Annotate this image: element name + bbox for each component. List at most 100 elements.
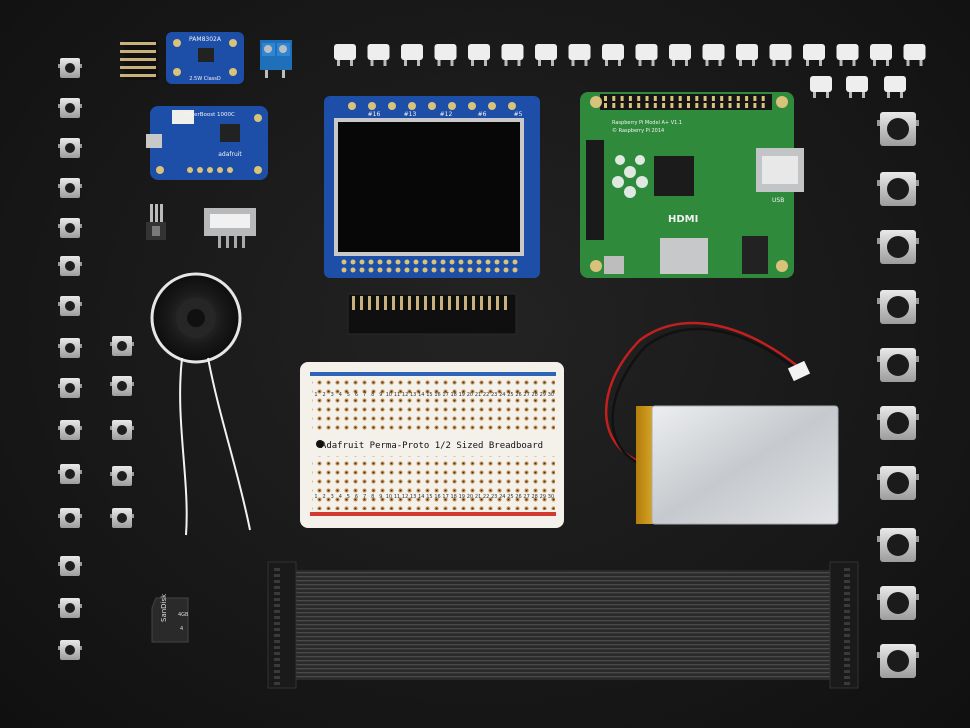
solder-pad: [485, 259, 491, 265]
gpio-pin: [720, 103, 724, 108]
switch-cap: [769, 44, 792, 66]
tft-display-board: #16#13#12#6#5: [324, 96, 540, 278]
solder-pad: [468, 102, 476, 110]
breadboard-column-number: 18: [451, 392, 457, 398]
header-pin: [504, 296, 507, 310]
connector-slot: [274, 574, 280, 577]
connector-slot: [274, 580, 280, 583]
gpio-pin: [637, 96, 641, 101]
solder-pad: [413, 259, 419, 265]
sd-brand: SanDisk: [160, 593, 168, 622]
header-pin: [448, 296, 451, 310]
tactile-button: [110, 420, 134, 440]
gpio-pin: [612, 103, 616, 108]
breadboard-column-number: 8: [371, 494, 374, 500]
breadboard-column-number: 2: [323, 494, 326, 500]
header-pin: [392, 296, 395, 310]
connector-slot: [274, 646, 280, 649]
solder-pad: [386, 267, 392, 273]
solder-pad: [368, 259, 374, 265]
large-tactile-button: [877, 112, 919, 146]
gpio-pin: [695, 96, 699, 101]
solder-pad: [440, 267, 446, 273]
tactile-button: [58, 138, 82, 158]
gpio-pin: [678, 96, 682, 101]
gpio-pin: [753, 103, 757, 108]
connector-slot: [844, 622, 850, 625]
solder-pad: [494, 267, 500, 273]
header-pin: [496, 296, 499, 310]
breadboard-column-number: 22: [483, 392, 489, 398]
solder-pad: [512, 267, 518, 273]
large-tactile-button: [877, 348, 919, 382]
header-pin: [432, 296, 435, 310]
connector-slot: [274, 676, 280, 679]
connector-slot: [274, 652, 280, 655]
switch-cap: [846, 76, 868, 98]
breadboard-column-number: 6: [355, 494, 358, 500]
breadboard-column-number: 1: [314, 392, 317, 398]
header-pin: [360, 296, 363, 310]
gpio-pin: [753, 96, 757, 101]
breadboard-column-number: 12: [402, 392, 408, 398]
connector-slot: [844, 598, 850, 601]
powerboost-label: PowerBoost 1000C: [183, 112, 235, 118]
large-tactile-button: [877, 644, 919, 678]
breadboard-column-number: 26: [515, 392, 521, 398]
connector-slot: [844, 652, 850, 655]
tactile-button: [110, 466, 134, 486]
connector-slot: [844, 580, 850, 583]
solder-pad: [448, 102, 456, 110]
tactile-button: [58, 178, 82, 198]
tft-pin-label: #16: [368, 111, 381, 118]
connector-slot: [844, 634, 850, 637]
gpio-pin: [662, 96, 666, 101]
breadboard-column-number: 16: [434, 392, 440, 398]
breadboard-column-number: 28: [532, 392, 538, 398]
connector-slot: [844, 592, 850, 595]
solder-pad: [449, 259, 455, 265]
switch-cap: [367, 44, 390, 66]
tactile-buttons-left: [58, 58, 82, 660]
gpio-pin: [728, 103, 732, 108]
pi-copyright-label: © Raspberry Pi 2014: [612, 127, 664, 134]
pi-model-label: Raspberry Pi Model A+ V1.1: [612, 120, 682, 126]
connector-slot: [274, 682, 280, 685]
solder-pad: [348, 102, 356, 110]
solder-pad: [494, 259, 500, 265]
breadboard-column-number: 8: [371, 392, 374, 398]
switch-cap: [669, 44, 691, 66]
solder-pad: [458, 259, 464, 265]
solder-pad: [404, 267, 410, 273]
connector-slot: [844, 604, 850, 607]
gpio-pin: [711, 96, 715, 101]
connector-slot: [274, 640, 280, 643]
solder-pad: [388, 102, 396, 110]
pi-hdmi-label: HDMI: [668, 214, 698, 225]
header-pins: [120, 40, 158, 80]
breadboard-column-number: 13: [410, 392, 416, 398]
breadboard-column-number: 29: [540, 392, 546, 398]
solder-pad: [350, 267, 356, 273]
gpio-pin: [736, 96, 740, 101]
breadboard-column-number: 21: [475, 392, 481, 398]
breadboard-column-number: 10: [386, 392, 392, 398]
tactile-button: [110, 376, 134, 396]
solder-pad: [359, 259, 365, 265]
header-pin: [488, 296, 491, 310]
solder-pad: [395, 259, 401, 265]
large-buttons-right: [877, 112, 919, 678]
connector-slot: [274, 610, 280, 613]
connector-slot: [274, 592, 280, 595]
breadboard-column-number: 7: [363, 392, 366, 398]
gpio-pin: [720, 96, 724, 101]
connector-slot: [844, 586, 850, 589]
tactile-button: [110, 336, 134, 356]
header-pin: [352, 296, 355, 310]
solder-pad: [476, 259, 482, 265]
breadboard-column-number: 19: [459, 392, 465, 398]
breadboard-column-number: 1: [314, 494, 317, 500]
gpio-pin: [612, 96, 616, 101]
solder-pad: [422, 259, 428, 265]
